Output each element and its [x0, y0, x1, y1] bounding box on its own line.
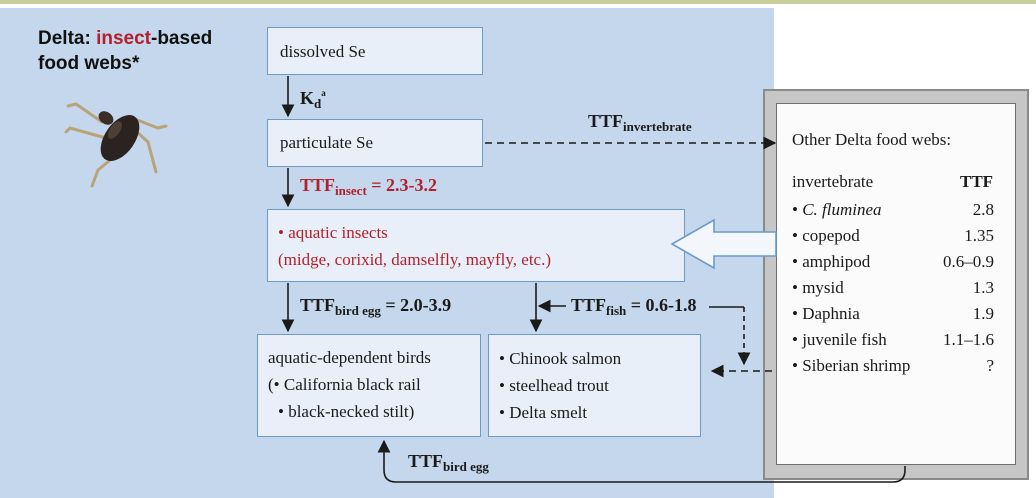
other-item-ttf: 1.3 [972, 278, 994, 297]
other-list-item: • copepod 1.35 [792, 224, 994, 247]
other-item-name: • juvenile fish [792, 330, 887, 349]
birds-item-stilt: • black-necked stilt) [278, 402, 415, 421]
fish-item-smelt: • Delta smelt [499, 403, 588, 422]
other-item-ttf: 1.1–1.6 [943, 330, 994, 349]
ttf-insect-label: TTFinsect = 2.3-3.2 [300, 175, 438, 198]
title-highlight: insect [96, 28, 151, 49]
dissolved-se-box: dissolved Se [267, 27, 483, 75]
other-food-webs-title: Other Delta food webs: [792, 130, 952, 149]
other-item-name: • mysid [792, 278, 844, 297]
other-header-invertebrate: invertebrate [792, 172, 874, 191]
top-rule [0, 0, 1036, 4]
other-item-name: • [792, 200, 803, 219]
other-item-name: • amphipod [792, 252, 871, 271]
other-list-item: • amphipod 0.6–0.9 [792, 250, 994, 273]
other-item-ttf: 0.6–0.9 [943, 252, 994, 271]
connector-other-to-birds [377, 439, 906, 483]
ttf-invertebrate-label: TTFinvertebrate [588, 111, 692, 134]
other-list-item: • Siberian shrimp? [792, 354, 994, 377]
dissolved-se-label: dissolved Se [280, 42, 366, 61]
other-item-name: • Daphnia [792, 304, 860, 323]
diagram-title: Delta: insect-based food webs* [38, 26, 212, 76]
birds-box: aquatic-dependent birds (• California bl… [257, 334, 481, 437]
water-beetle-icon [64, 102, 168, 188]
other-item-name: • copepod [792, 226, 860, 245]
fish-item-chinook: • Chinook salmon [499, 349, 622, 368]
other-food-webs-panel [776, 103, 1016, 465]
fish-item-steelhead: • steelhead trout [499, 376, 609, 395]
block-arrow-other-to-insects [670, 218, 777, 270]
other-header-ttf: TTF [960, 172, 994, 191]
title-prefix: Delta: [38, 28, 97, 49]
title-suffix: -based [151, 28, 213, 49]
other-list-item: • Daphnia 1.9 [792, 302, 994, 325]
ttf-bird-egg-bottom-label: TTFbird egg [408, 451, 489, 474]
aquatic-insects-label: • aquatic insects [278, 223, 388, 242]
particulate-se-box: particulate Se [267, 119, 483, 167]
fish-box: • Chinook salmon • steelhead trout • Del… [488, 334, 701, 437]
particulate-se-label: particulate Se [280, 133, 373, 152]
ttf-bird-egg-label: TTFbird egg = 2.0-3.9 [300, 295, 452, 318]
other-item-italic-name: C. fluminea [802, 200, 882, 219]
title-line2: food webs* [38, 53, 140, 74]
birds-item-black-rail: (• California black rail [268, 375, 421, 394]
kd-label: Kda [300, 88, 326, 111]
other-item-ttf: 2.8 [972, 200, 994, 219]
ttf-fish-label: TTFfish = 0.6-1.8 [571, 295, 697, 318]
other-item-name: • Siberian shrimp [792, 356, 911, 375]
other-list-item: • C. fluminea 2.8 [792, 198, 994, 221]
other-item-ttf: 1.35 [964, 226, 994, 245]
birds-title: aquatic-dependent birds [268, 348, 431, 367]
other-list-item: • mysid 1.3 [792, 276, 994, 299]
aquatic-insects-examples: (midge, corixid, damselfly, mayfly, etc.… [278, 250, 552, 269]
aquatic-insects-box: • aquatic insects (midge, corixid, damse… [267, 209, 685, 282]
other-item-ttf: ? [986, 356, 994, 375]
other-list-item: • juvenile fish 1.1–1.6 [792, 328, 994, 351]
other-item-ttf: 1.9 [972, 304, 994, 323]
